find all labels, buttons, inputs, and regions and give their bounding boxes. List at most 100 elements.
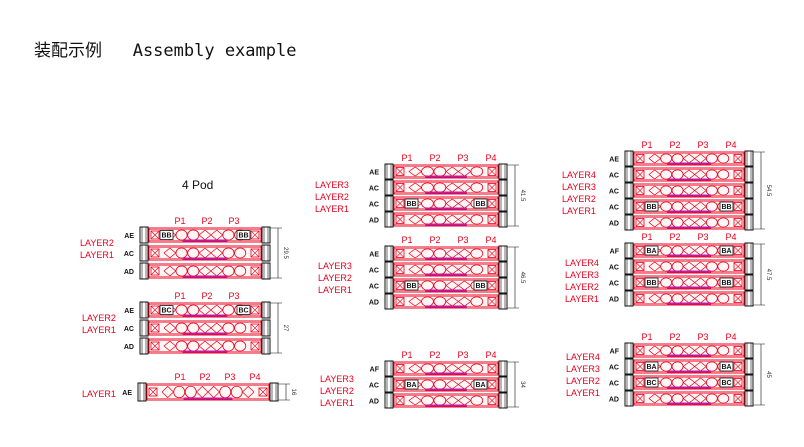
layer-label: LAYER4 [565, 258, 599, 268]
x-cross [733, 278, 743, 287]
end-bracket [139, 337, 149, 355]
x-cross [635, 218, 645, 227]
position-label: P1 [174, 291, 185, 301]
end-bracket [624, 242, 634, 259]
layer-label: LAYER3 [565, 270, 599, 280]
layer-label: LAYER1 [566, 388, 600, 398]
pod-oval [705, 361, 718, 372]
end-bracket [744, 182, 754, 199]
position-label: P1 [641, 140, 652, 150]
x-box [395, 199, 405, 208]
level-code: AC [609, 381, 619, 388]
position-label: P1 [174, 372, 185, 382]
pod-oval [705, 245, 718, 256]
x-box [635, 170, 645, 179]
position-label: P2 [669, 332, 680, 342]
x-box [250, 230, 260, 240]
pod-oval [660, 153, 673, 164]
x-cross [150, 266, 160, 276]
magenta-bar [182, 332, 228, 335]
x-cross [487, 167, 497, 176]
pod-oval [705, 377, 718, 388]
pod-oval [175, 304, 188, 316]
end-bracket [744, 150, 754, 167]
position-label: P3 [228, 216, 239, 226]
x-cross [395, 249, 405, 258]
pod-oval [173, 385, 186, 399]
layer-frame [633, 391, 745, 406]
x-box [487, 167, 497, 176]
end-bracket [624, 390, 634, 407]
magenta-bar [667, 270, 711, 273]
x-cross [635, 394, 645, 403]
x-box [733, 218, 743, 227]
layer-label: LAYER2 [315, 192, 349, 202]
x-cross [733, 202, 743, 211]
pod-oval [175, 247, 188, 259]
end-bracket [624, 150, 634, 167]
tag-box [719, 277, 734, 288]
magenta-bar [667, 254, 711, 257]
end-bracket [498, 360, 508, 377]
x-cross [395, 380, 405, 389]
x-box [635, 278, 645, 287]
x-cross [635, 246, 645, 255]
pod-oval [660, 277, 673, 288]
x-box [487, 199, 497, 208]
x-cross [487, 249, 497, 258]
end-bracket [384, 163, 394, 180]
layer-frame [633, 275, 745, 290]
x-cross [395, 364, 405, 373]
x-box [258, 387, 268, 397]
position-label: P1 [641, 332, 652, 342]
pod-oval [222, 265, 235, 277]
layer-label: LAYER2 [318, 273, 352, 283]
end-bracket [261, 337, 271, 355]
x-box [250, 266, 260, 276]
pod-oval [717, 261, 730, 272]
level-code: AF [610, 349, 620, 356]
x-cross [733, 294, 743, 303]
dimension-label: 46.5 [519, 272, 525, 284]
position-label: P3 [697, 332, 708, 342]
pod-oval [222, 304, 235, 316]
x-cross [487, 265, 497, 274]
end-bracket [624, 358, 634, 375]
pod-oval [175, 229, 188, 241]
layer-label: LAYER1 [562, 206, 596, 216]
tag-box [404, 280, 419, 291]
pod-oval [717, 393, 730, 404]
level-code: AC [369, 202, 379, 209]
position-label: P3 [457, 235, 468, 245]
tag-box [719, 361, 734, 372]
layer-label: LAYER2 [82, 313, 116, 323]
x-box [395, 364, 405, 373]
level-code: AC [609, 205, 619, 212]
x-box [733, 394, 743, 403]
position-label: P1 [641, 232, 652, 242]
level-code: AE [124, 308, 134, 315]
x-cross [150, 248, 160, 258]
x-cross [395, 281, 405, 290]
x-cross [487, 215, 497, 224]
dimension-label: 34 [519, 381, 525, 388]
pod-oval [705, 261, 718, 272]
tag-box [644, 277, 659, 288]
x-cross [150, 341, 160, 351]
x-cross [635, 362, 645, 371]
level-code: AF [610, 249, 620, 256]
pod-oval [717, 185, 730, 196]
end-bracket [624, 182, 634, 199]
tag-box [404, 198, 419, 209]
magenta-bar [425, 305, 467, 308]
x-box [635, 378, 645, 387]
pod-oval [717, 345, 730, 356]
x-cross [250, 230, 260, 240]
x-cross [733, 246, 743, 255]
end-bracket [624, 258, 634, 275]
magenta-bar [667, 162, 711, 165]
pod-oval [705, 345, 718, 356]
end-bracket [139, 319, 149, 337]
x-box [733, 278, 743, 287]
